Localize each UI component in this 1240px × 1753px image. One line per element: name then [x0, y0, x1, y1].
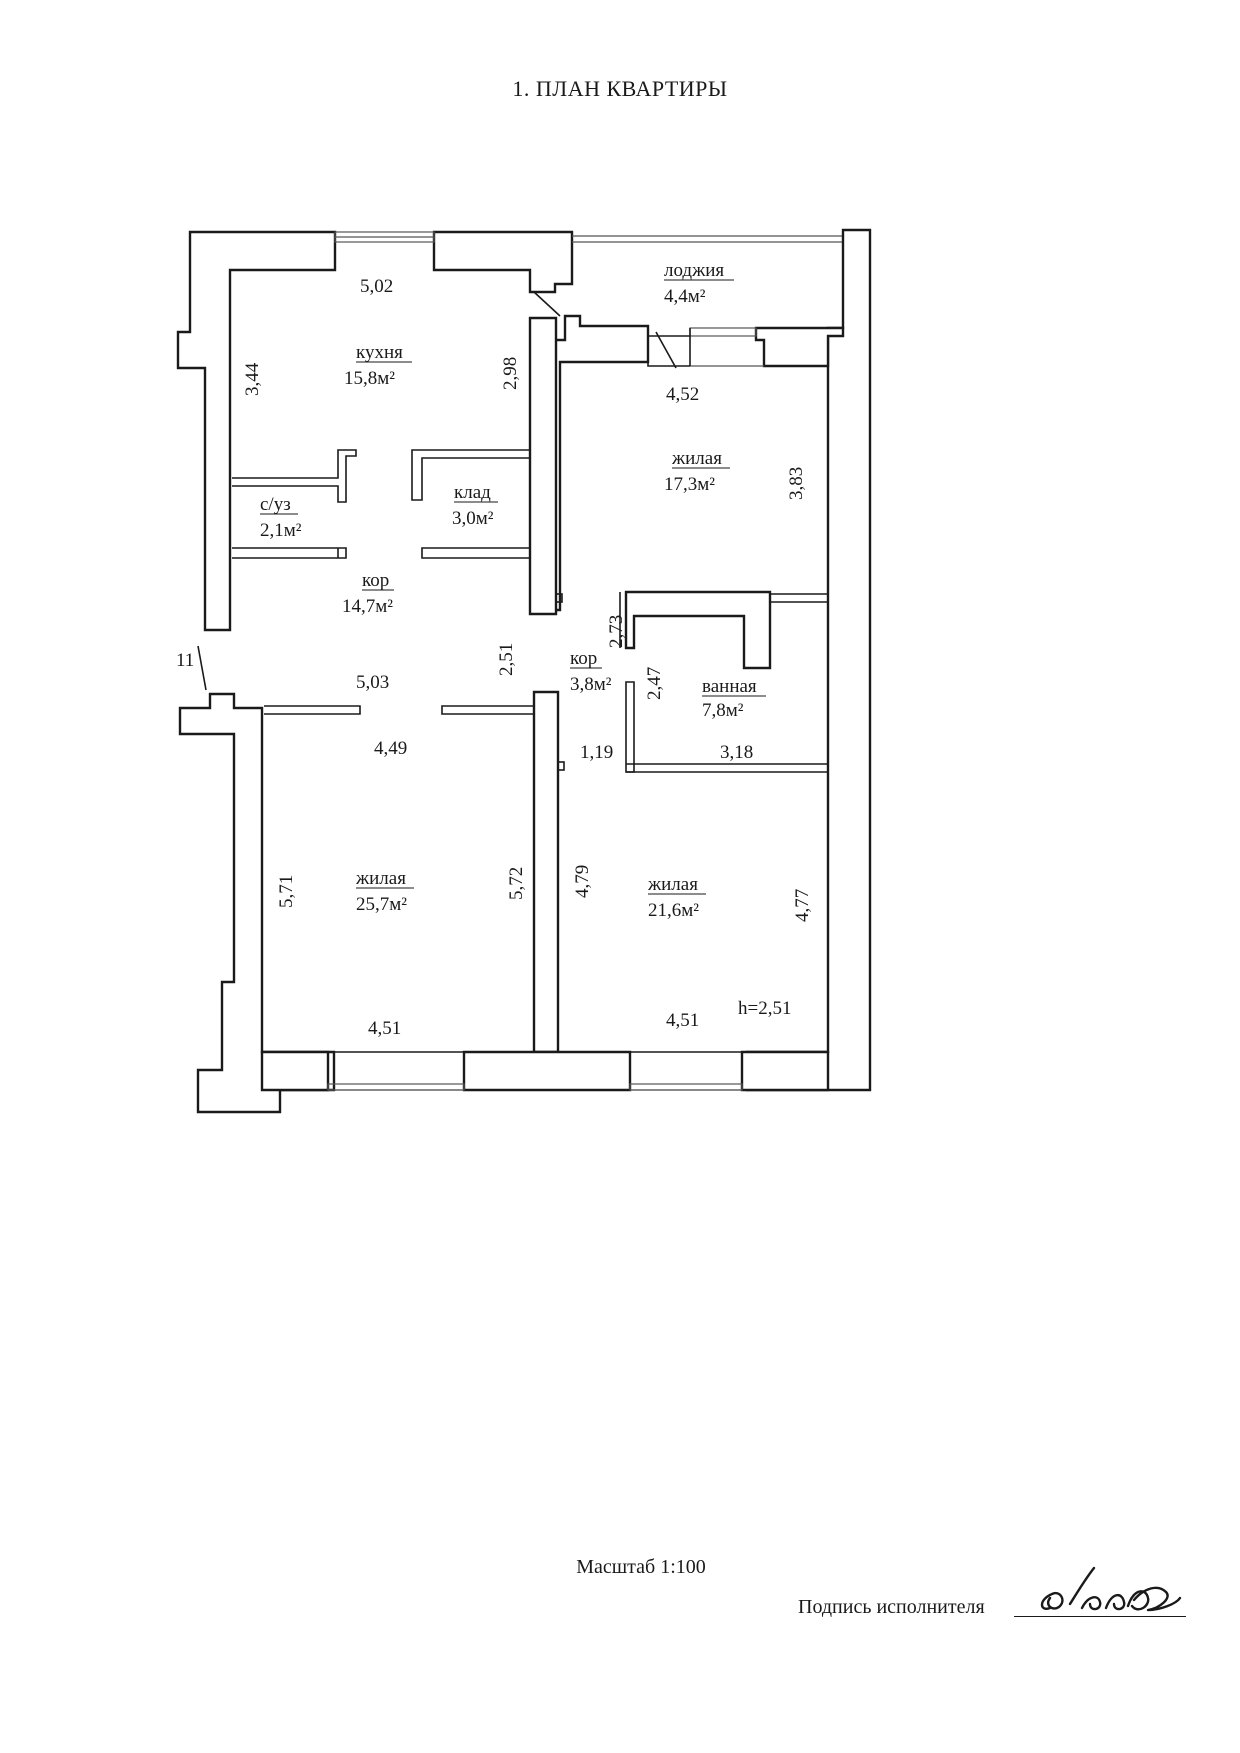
wall-corridor-living-left: [264, 705, 361, 715]
svg-text:3,0м²: 3,0м²: [452, 508, 494, 529]
svg-text:ванная: ванная: [702, 676, 757, 697]
svg-text:клад: клад: [454, 482, 491, 503]
svg-text:3,8м²: 3,8м²: [570, 674, 612, 695]
svg-text:4,4м²: 4,4м²: [664, 286, 706, 307]
wall-bottom-left: [260, 1050, 330, 1092]
svg-text:21,6м²: 21,6м²: [648, 900, 699, 921]
wall-wc-top: [232, 449, 357, 503]
dim-corridor-height: 2,51: [496, 643, 517, 676]
dim-living-left-right: 5,72: [506, 867, 527, 900]
wall-kitchen-bedroom: [528, 316, 558, 616]
wall-left-upper: [176, 230, 337, 632]
door-loggia: [655, 331, 677, 369]
dim-kitchen-right: 2,98: [500, 357, 521, 390]
dim-living-left-bottom: 4,51: [368, 1018, 401, 1039]
floor-plan: лоджия 4,4м² кухня 15,8м² жилая 17,3м² с…: [176, 228, 872, 1114]
svg-text:жилая: жилая: [647, 874, 698, 895]
wall-loggia-right: [754, 326, 845, 368]
dim-entrance: 11: [176, 650, 194, 671]
signature-line: [1014, 1616, 1186, 1617]
room-label-kitchen: кухня 15,8м²: [344, 342, 412, 389]
dim-ceiling-height: h=2,51: [738, 998, 791, 1019]
wall-storage-top: [411, 449, 531, 501]
window-living-left: [327, 1083, 465, 1091]
window-living-right: [629, 1083, 743, 1091]
room-label-bedroom-upper: жилая 17,3м²: [664, 448, 730, 495]
svg-text:кор: кор: [362, 570, 389, 591]
svg-text:7,8м²: 7,8м²: [702, 700, 744, 721]
signature-label: Подпись исполнителя: [798, 1596, 985, 1618]
window-bedroom-upper: [689, 327, 757, 337]
svg-text:лоджия: лоджия: [664, 260, 724, 281]
room-label-corridor-main: кор 14,7м²: [342, 570, 394, 617]
svg-text:25,7м²: 25,7м²: [356, 894, 407, 915]
room-label-wc: с/уз 2,1м²: [260, 494, 302, 541]
svg-text:жилая: жилая: [355, 868, 406, 889]
wall-top-kitchen: [432, 230, 574, 294]
svg-text:кор: кор: [570, 648, 597, 669]
wall-bathroom-top: [624, 590, 772, 670]
wall-corridor-living-right: [441, 705, 535, 715]
dim-kitchen-left: 3,44: [242, 362, 263, 396]
dim-bedroom-upper-height: 3,83: [786, 467, 807, 500]
room-label-loggia: лоджия 4,4м²: [664, 260, 734, 307]
dim-small-corridor-upper: 2,73: [606, 615, 627, 648]
wall-storage-bottom: [421, 547, 531, 559]
wall-bathroom-left: [625, 681, 635, 773]
dim-bathroom-width: 3,18: [720, 742, 753, 763]
wall-wc-bottom: [232, 547, 347, 559]
door-kitchen-loggia: [533, 291, 561, 317]
svg-text:14,7м²: 14,7м²: [342, 596, 393, 617]
wall-left-lower: [178, 692, 336, 1114]
svg-text:жилая: жилая: [671, 448, 722, 469]
room-label-corridor-small: кор 3,8м²: [570, 648, 612, 695]
dim-living-right-left: 4,79: [572, 865, 593, 898]
dim-living-left-side: 5,71: [276, 875, 297, 908]
signature-mark: [1040, 1566, 1182, 1612]
dim-living-left-top: 4,49: [374, 738, 407, 759]
room-label-storage: клад 3,0м²: [452, 482, 498, 529]
dim-small-corridor-width: 1,19: [580, 742, 613, 763]
dim-living-right-right: 4,77: [792, 889, 813, 922]
scale-label: Масштаб 1:100: [576, 1556, 706, 1578]
svg-text:кухня: кухня: [356, 342, 403, 363]
room-label-bathroom: ванная 7,8м²: [702, 676, 766, 721]
dim-living-right-bottom: 4,51: [666, 1010, 699, 1031]
dim-bedroom-upper-width: 4,52: [666, 384, 699, 405]
svg-text:15,8м²: 15,8м²: [344, 368, 395, 389]
wall-bottom-mid: [462, 1050, 632, 1092]
svg-text:с/уз: с/уз: [260, 494, 291, 515]
svg-text:17,3м²: 17,3м²: [664, 474, 715, 495]
dim-kitchen-width: 5,02: [360, 276, 393, 297]
door-entrance: [197, 645, 207, 691]
svg-text:2,1м²: 2,1м²: [260, 520, 302, 541]
wall-bottom-right: [740, 1050, 830, 1092]
dim-corridor-width: 5,03: [356, 672, 389, 693]
wall-bathroom-bottom: [626, 763, 829, 773]
room-label-living-left: жилая 25,7м²: [355, 868, 414, 915]
room-label-living-right: жилая 21,6м²: [647, 874, 706, 921]
wall-living-living: [532, 690, 560, 1054]
page-title: 1. ПЛАН КВАРТИРЫ: [512, 76, 728, 101]
dim-bathroom-height: 2,47: [644, 667, 665, 700]
